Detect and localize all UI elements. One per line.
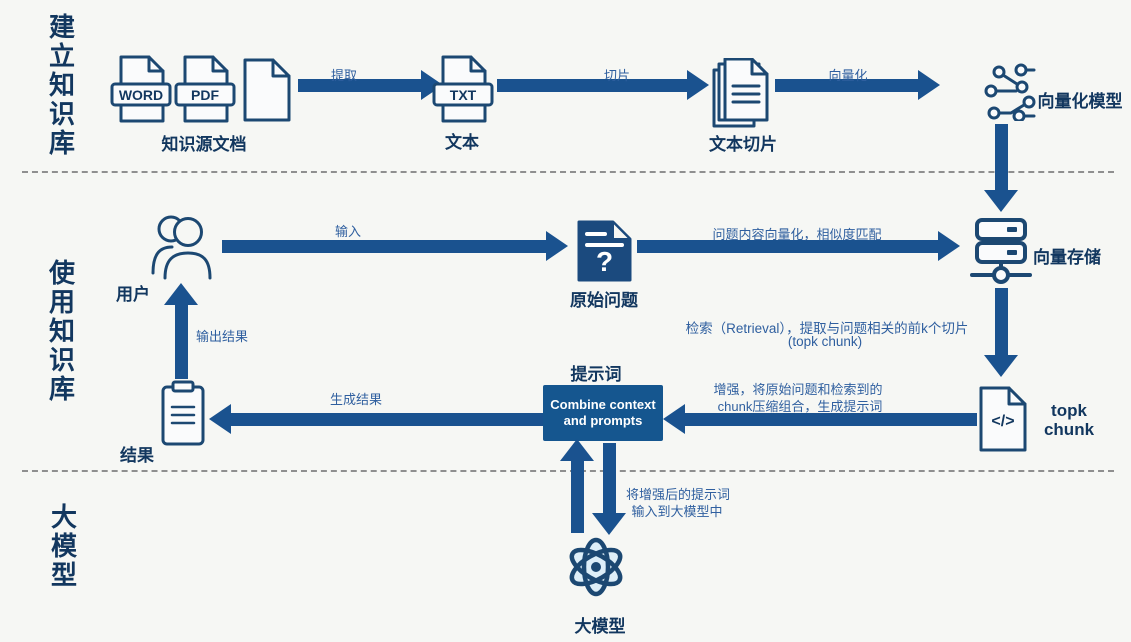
pdf-document-icon [174,55,236,123]
topk-chunk-label-line2: chunk [1043,420,1095,439]
output-arrow-head [164,283,198,305]
augment-label-line1: 增强，将原始问题和检索到的 [713,382,883,397]
pdf-badge-label: PDF [191,87,219,103]
match-arrow-label: 问题内容向量化，相似度匹配 [712,227,882,242]
prompt-title: 提示词 [570,365,622,384]
to-vector-store-arrow-head [984,190,1018,212]
extract-arrow-label: 提取 [330,68,358,83]
txt-document-icon [432,55,494,123]
embedding-model-icon [984,63,1036,121]
user-icon [151,215,212,280]
llm-atom-icon [569,537,623,597]
topk-chunk-icon [979,386,1027,452]
slice-arrow-head [687,70,709,100]
output-arrow [175,305,188,379]
retrieval-arrow-head [984,355,1018,377]
augment-label-line2: chunk压缩组合，生成提示词 [717,399,883,414]
source-docs-label: 知识源文档 [161,135,247,154]
vectorize-arrow [775,79,918,92]
vectorize-arrow-head [918,70,940,100]
retrieval-arrow [995,288,1008,355]
llm-label: 大模型 [574,617,626,636]
generate-arrow-label: 生成结果 [329,392,383,407]
input-arrow [222,240,546,253]
input-arrow-head [546,231,568,261]
code-glyph: </> [991,413,1015,430]
retrieval-label-line2: (topk chunk) [787,334,863,349]
combine-context-box-label: Combine context and prompts [550,397,656,428]
section-divider-top [22,171,1114,173]
user-label: 用户 [116,285,150,304]
slice-arrow-label: 切片 [603,68,631,83]
txt-badge-label: TXT [449,87,477,103]
text-doc-label: 文本 [445,133,479,152]
word-document-icon [110,55,172,123]
section-label-build-kb: 建立知识库 [48,12,75,158]
match-arrow-head [938,231,960,261]
slice-arrow [497,79,687,92]
result-clipboard-icon [161,380,205,446]
retrieval-label-line1: 检索（Retrieval），提取与问题相关的前k个切片 [685,321,969,336]
feed-label-line1: 将增强后的提示词 [625,487,731,502]
vectorize-arrow-label: 向量化 [828,68,868,83]
section-divider-bottom [22,470,1114,472]
original-question-label: 原始问题 [570,291,638,310]
llm-return-arrow [571,461,584,533]
word-badge-label: WORD [118,87,164,103]
augment-arrow-head [663,404,685,434]
topk-chunk-label-line1: topk [1051,401,1087,420]
vector-store-icon [970,218,1032,284]
generate-arrow-head [209,404,231,434]
question-mark-glyph: ? [595,246,614,277]
match-arrow [637,240,938,253]
section-label-use-kb: 使用知识库 [48,258,75,404]
text-chunks-icon [712,58,769,128]
original-question-icon [577,220,632,282]
llm-feed-arrow [603,443,616,513]
text-chunks-label: 文本切片 [709,135,777,154]
feed-label-line2: 输入到大模型中 [631,504,723,519]
llm-return-arrow-head [560,439,594,461]
result-label: 结果 [120,446,154,465]
embedding-model-label: 向量化模型 [1037,92,1123,111]
generate-arrow [231,413,543,426]
extract-arrow [298,79,421,92]
section-label-llm: 大模型 [50,502,77,590]
to-vector-store-arrow [995,124,1008,190]
llm-feed-arrow-head [592,513,626,535]
vector-store-label: 向量存储 [1033,248,1101,267]
combine-context-box: Combine context and prompts [543,385,663,441]
output-arrow-label: 输出结果 [195,329,249,344]
augment-arrow [685,413,977,426]
blank-document-icon [243,58,291,122]
input-arrow-label: 输入 [334,224,362,239]
